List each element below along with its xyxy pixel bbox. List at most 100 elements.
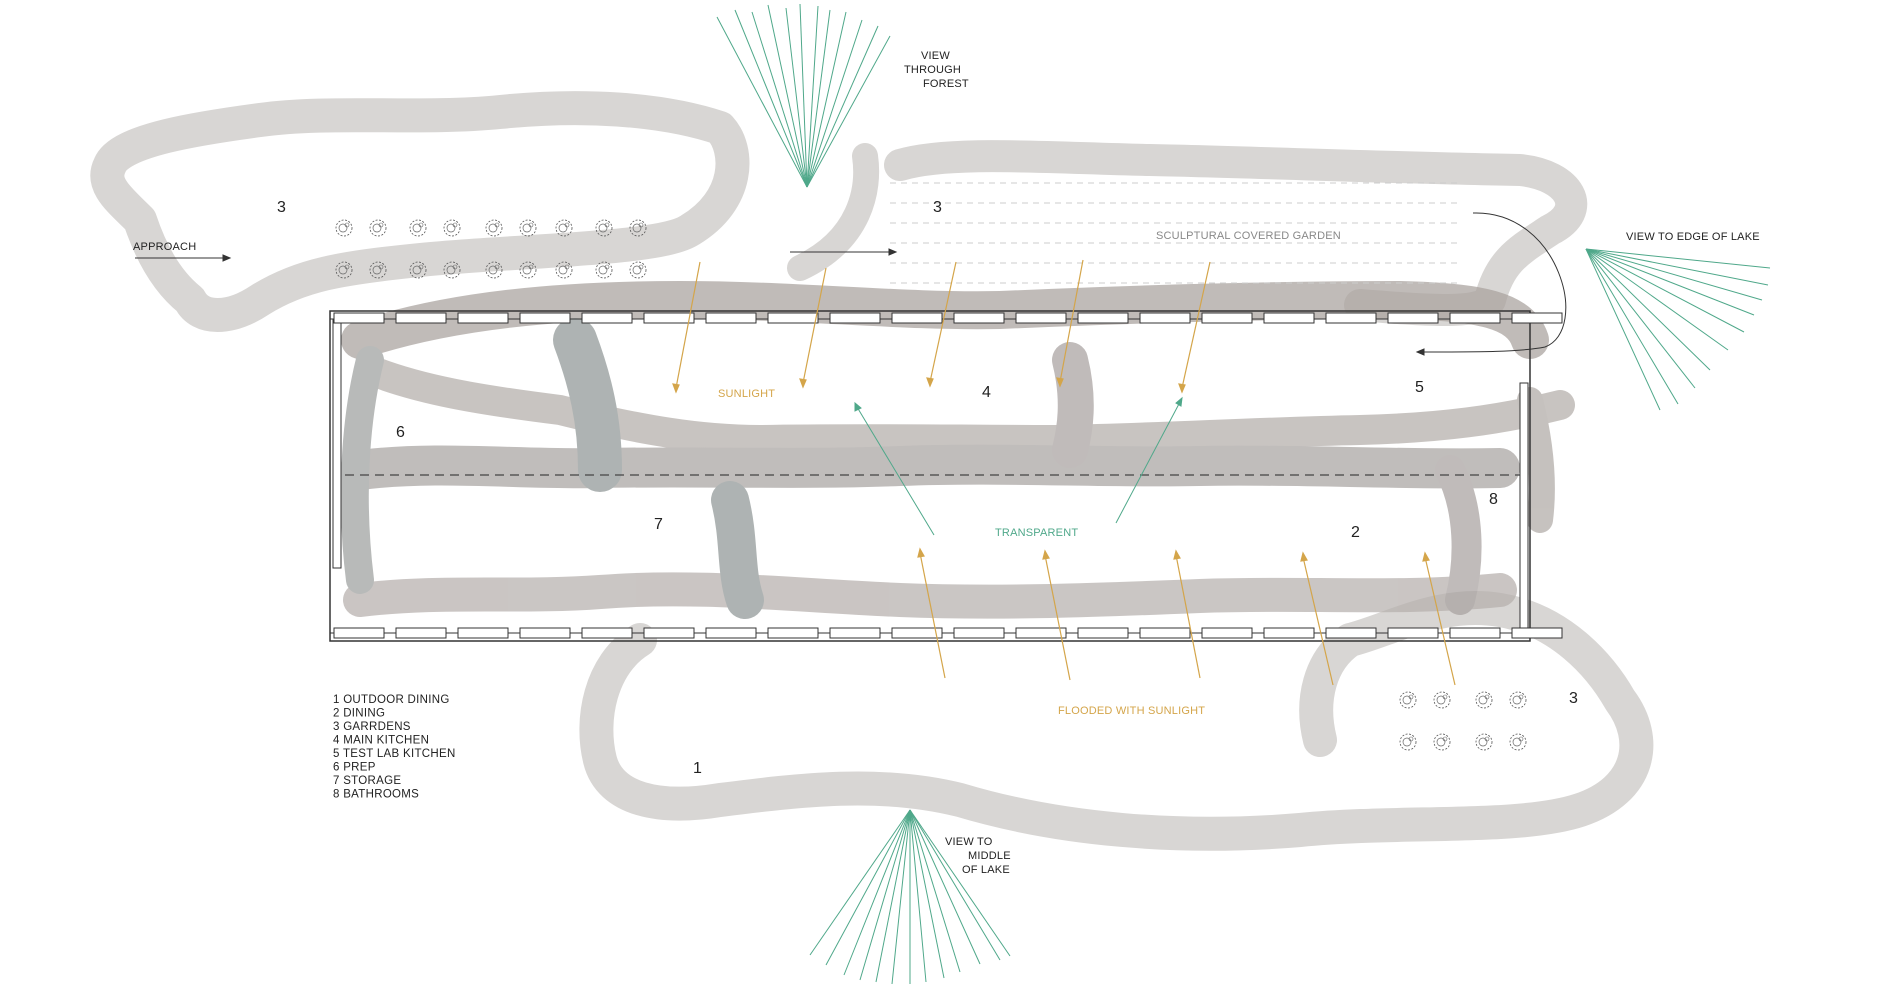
view-ray <box>1585 248 1769 286</box>
view-middle-label-1: VIEW TO <box>945 836 993 848</box>
window-pane <box>829 627 881 639</box>
tree-symbols <box>335 219 1527 751</box>
garden-band-south <box>579 591 1654 851</box>
window-pane <box>457 312 509 324</box>
view-ray <box>806 19 863 188</box>
window-pane <box>643 627 695 639</box>
view-ray <box>909 809 945 979</box>
transparent-label: TRANSPARENT <box>995 527 1078 539</box>
view-cones <box>716 3 1771 985</box>
view-ray <box>825 809 911 966</box>
window-pane <box>767 312 819 324</box>
legend-item: 7 STORAGE <box>333 775 401 787</box>
view-ray <box>716 16 808 188</box>
window-pane <box>1201 627 1253 639</box>
window-pane <box>1449 312 1501 324</box>
view-ray <box>1585 248 1763 301</box>
window-pane <box>395 312 447 324</box>
room-number-6: 6 <box>396 424 405 441</box>
view-ray <box>875 809 911 983</box>
tree-symbol <box>1433 691 1451 709</box>
view-ray <box>809 809 911 956</box>
view-ray <box>785 7 808 188</box>
legend-item: 5 TEST LAB KITCHEN <box>333 748 456 760</box>
tree-symbol <box>555 219 573 237</box>
view-ray <box>806 35 891 188</box>
view-ray <box>859 809 911 981</box>
legend-item: 4 MAIN KITCHEN <box>333 735 429 747</box>
window-pane <box>519 627 571 639</box>
view-ray <box>1585 248 1711 371</box>
window-pane <box>1511 627 1563 639</box>
window-pane <box>829 312 881 324</box>
view-ray <box>1585 248 1729 351</box>
tree-symbol <box>443 261 461 279</box>
window-pane <box>1015 312 1067 324</box>
window-pane <box>1263 627 1315 639</box>
tree-symbol <box>555 261 573 279</box>
window-pane <box>581 312 633 324</box>
window-mullions-south <box>333 627 1563 639</box>
window-pane <box>581 627 633 639</box>
view-middle-label-3: OF LAKE <box>962 864 1010 876</box>
window-pane <box>1139 312 1191 324</box>
flooded-label: FLOODED WITH SUNLIGHT <box>1058 705 1205 717</box>
tree-symbol <box>1475 691 1493 709</box>
room-number-3-west: 3 <box>277 199 286 216</box>
wash-layer <box>340 281 1575 619</box>
window-pane <box>333 627 385 639</box>
tree-symbol <box>443 219 461 237</box>
window-pane <box>519 312 571 324</box>
view-ray <box>767 4 808 188</box>
view-ray <box>806 11 847 188</box>
legend-item: 1 OUTDOOR DINING <box>333 694 450 706</box>
room-number-4: 4 <box>982 384 991 401</box>
window-pane <box>395 627 447 639</box>
window-pane <box>1325 312 1377 324</box>
room-number-1: 1 <box>693 760 702 777</box>
window-pane <box>1387 627 1439 639</box>
tree-symbol <box>1509 691 1527 709</box>
tree-symbol <box>369 261 387 279</box>
window-pane <box>953 627 1005 639</box>
room-number-3-north: 3 <box>933 199 942 216</box>
view-ray <box>751 11 808 188</box>
legend-item: 2 DINING <box>333 708 385 720</box>
view-ray <box>1585 248 1745 333</box>
view-forest-label-3: FOREST <box>923 78 969 90</box>
window-pane <box>1139 627 1191 639</box>
transparent-sightlines <box>854 396 1183 536</box>
room-number-2: 2 <box>1351 524 1360 541</box>
tree-symbol <box>519 219 537 237</box>
tree-symbol <box>409 261 427 279</box>
view-ray <box>806 9 831 188</box>
tree-symbol <box>1509 733 1527 751</box>
view-ray <box>1585 248 1661 411</box>
tree-symbol <box>519 261 537 279</box>
window-pane <box>1325 627 1377 639</box>
tree-symbol <box>1433 733 1451 751</box>
legend-item: 3 GARRDENS <box>333 721 411 733</box>
garden-band-northwest <box>90 91 750 332</box>
view-ray <box>734 9 808 188</box>
view-forest-label-1: VIEW <box>921 50 950 62</box>
room-number-3-south: 3 <box>1569 690 1578 707</box>
view-ray <box>1585 248 1679 405</box>
sunlight-label: SUNLIGHT <box>718 388 775 400</box>
approach-arrows <box>135 212 1567 356</box>
legend-item: 6 PREP <box>333 762 376 774</box>
window-pane <box>1077 627 1129 639</box>
window-pane <box>705 627 757 639</box>
room-number-7: 7 <box>654 516 663 533</box>
window-pane <box>1387 312 1439 324</box>
window-mullions-north <box>333 312 1563 324</box>
legend: 1 OUTDOOR DINING 2 DINING 3 GARRDENS 4 M… <box>333 694 456 801</box>
view-ray <box>891 809 911 985</box>
view-ray <box>1585 248 1755 316</box>
room-number-5: 5 <box>1415 379 1424 396</box>
window-pane <box>457 627 509 639</box>
sculptural-garden-label: SCULPTURAL COVERED GARDEN <box>1156 230 1341 242</box>
window-pane <box>705 312 757 324</box>
view-ray <box>909 809 1001 961</box>
view-ray <box>909 809 961 973</box>
